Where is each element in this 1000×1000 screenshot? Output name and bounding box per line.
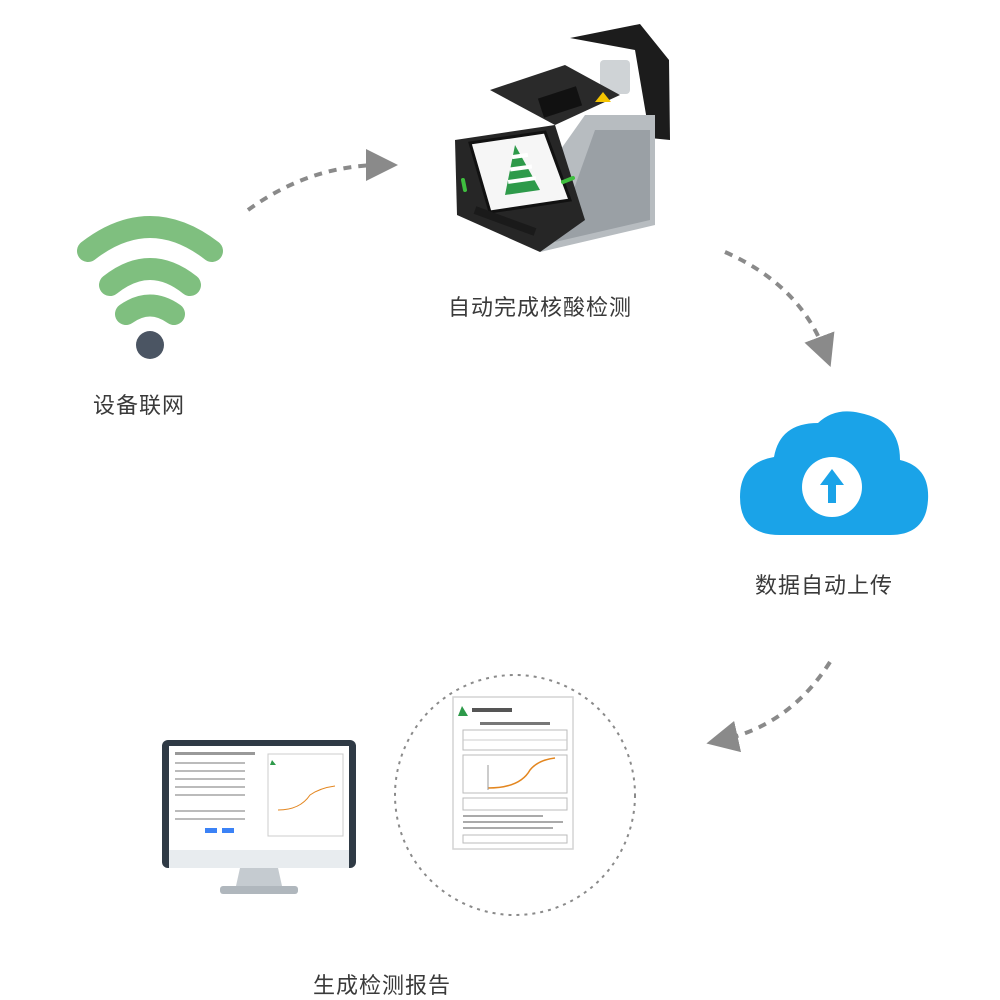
- arrow-network-to-detect: [246, 149, 398, 212]
- report-icon: [394, 674, 636, 916]
- pcr-device-icon: [455, 24, 670, 252]
- monitor-icon: [162, 740, 356, 894]
- detect-label: 自动完成核酸检测: [448, 296, 633, 321]
- report-label: 生成检测报告: [313, 974, 452, 999]
- upload-label: 数据自动上传: [755, 574, 894, 599]
- cloud-upload-icon: [740, 411, 929, 535]
- arrow-upload-to-report: [706, 660, 832, 753]
- wifi-icon: [77, 216, 223, 359]
- network-label: 设备联网: [93, 394, 186, 419]
- arrow-detect-to-upload: [724, 250, 835, 367]
